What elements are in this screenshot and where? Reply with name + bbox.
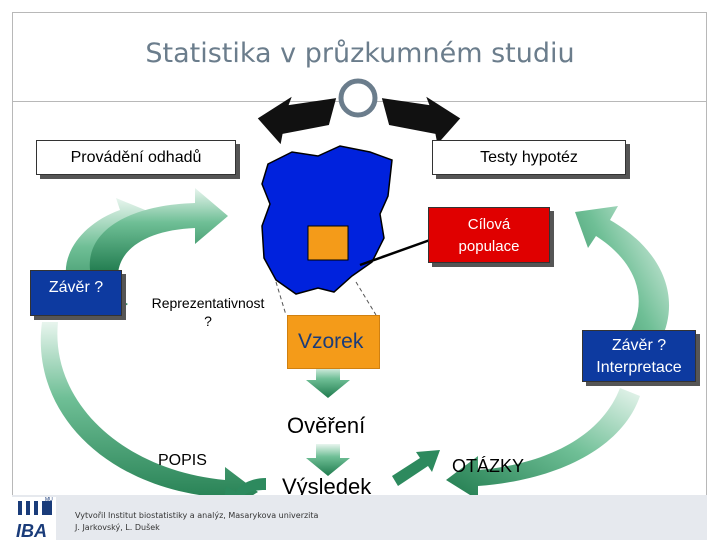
pointer-line	[359, 238, 431, 267]
verification-label: Ověření	[287, 413, 366, 438]
target-label-line2: populace	[458, 238, 520, 255]
hub-circle	[338, 78, 378, 118]
conclusion-right-line1: Závěr ?	[611, 337, 667, 354]
tests-box: Testy hypotéz	[432, 140, 626, 175]
logo-mark-label: MU	[45, 497, 53, 503]
projection-line-right	[355, 281, 377, 316]
arrow-to-otazky	[392, 450, 440, 486]
sample-label: Vzorek	[298, 330, 364, 353]
estimates-box: Provádění odhadů	[36, 140, 236, 175]
arrow-top-left	[89, 188, 228, 274]
arrow-left-bottom	[40, 322, 258, 512]
logo-text: IBA	[16, 521, 47, 541]
arrow-to-vzorek-down	[306, 366, 350, 398]
conclusion-right-line2: Interpretace	[596, 359, 682, 376]
target-population-box: Cílová populace	[428, 207, 550, 263]
footer-line2: J. Jarkovský, L. Dušek	[75, 523, 160, 532]
slide-title: Statistika v průzkumném studiu	[145, 38, 575, 69]
footer-bar	[12, 495, 707, 540]
representativeness-line1: Reprezentativnost	[151, 295, 265, 311]
representativeness-label: Reprezentativnost ?	[130, 294, 286, 330]
population-shape	[261, 145, 393, 295]
footer-line1: Vytvořil Institut biostatistiky a analýz…	[75, 511, 319, 520]
tests-label: Testy hypotéz	[480, 148, 578, 166]
iba-logo-mark	[14, 501, 52, 515]
target-label-line1: Cílová	[467, 216, 511, 233]
conclusion-left-box: Závěr ?	[30, 270, 122, 316]
footer-credits: Vytvořil Institut biostatistiky a analýz…	[75, 510, 318, 534]
result-label: Výsledek	[282, 474, 372, 499]
description-label: POPIS	[158, 452, 207, 469]
sample-square	[307, 225, 349, 261]
arrow-to-estimates	[257, 96, 337, 145]
conclusion-right-box: Závěr ? Interpretace	[582, 330, 696, 382]
representativeness-line2: ?	[204, 313, 212, 329]
estimates-label: Provádění odhadů	[70, 148, 202, 166]
arrow-right-bottom	[446, 388, 640, 500]
sample-box: Vzorek	[287, 315, 380, 369]
arrow-to-vysledek-down	[306, 444, 350, 476]
projection-line-left	[275, 281, 287, 316]
conclusion-left-label: Závěr ?	[48, 279, 104, 296]
iba-logo	[12, 497, 56, 540]
arrow-to-tests	[381, 96, 461, 145]
questions-label: OTÁZKY	[452, 456, 525, 476]
